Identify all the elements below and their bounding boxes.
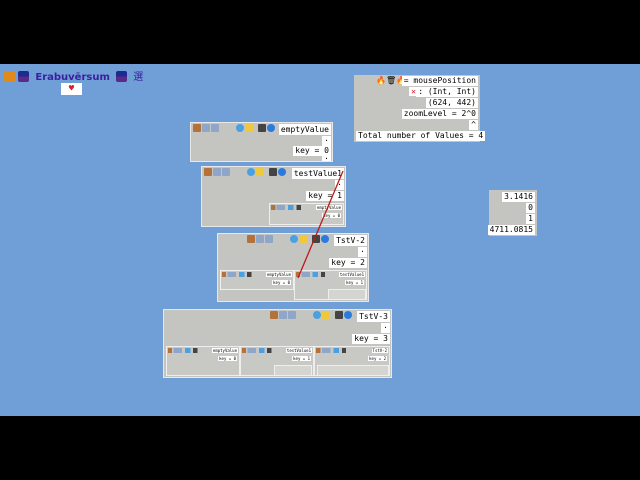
caret-field: ^ xyxy=(469,120,478,130)
value-item[interactable]: 1 xyxy=(526,214,535,224)
shelf-icon[interactable] xyxy=(193,124,201,132)
mini-toolbar xyxy=(242,348,312,353)
value-item[interactable]: 4711.0815 xyxy=(487,225,535,235)
panel-title[interactable]: emptyValue xyxy=(278,124,331,135)
pen-icon[interactable] xyxy=(265,235,273,243)
trash-icon[interactable] xyxy=(335,311,344,319)
panel-toolbar: TstV-3 xyxy=(164,311,391,322)
panel-title[interactable]: TstV-3 xyxy=(357,311,390,322)
pen-icon[interactable] xyxy=(222,168,230,176)
key-label: key = 0 xyxy=(293,146,331,156)
tstv3-panel[interactable]: TstV-3 · key = 3 emptyValue key = 0 test… xyxy=(163,309,392,378)
tstv2-panel[interactable]: TstV-2 · key = 2 emptyValue key = 0 test… xyxy=(217,233,369,302)
mini-title: emptyValue xyxy=(315,205,342,210)
nested-value-mini[interactable]: emptyValue key = 0 xyxy=(166,346,240,376)
shelf-icon[interactable] xyxy=(204,168,212,176)
mouse-coordinates: (624, 442) xyxy=(425,98,478,108)
nested-mini-deep[interactable] xyxy=(274,365,312,375)
add-icon[interactable] xyxy=(267,124,276,132)
value-item[interactable]: 0 xyxy=(526,203,535,213)
brush-icon[interactable] xyxy=(279,311,287,319)
mini-key: key = 1 xyxy=(292,356,311,361)
bulb-icon[interactable] xyxy=(255,168,264,176)
mini-toolbar xyxy=(222,272,292,277)
magnify-icon[interactable] xyxy=(246,168,255,176)
magnify-icon[interactable] xyxy=(235,124,244,132)
value-item[interactable]: 3.1416 xyxy=(502,192,535,202)
pen-icon[interactable] xyxy=(211,124,219,132)
dot-field: · xyxy=(322,136,331,146)
galaxy-flag-icon-right[interactable] xyxy=(116,71,128,82)
add-icon[interactable] xyxy=(278,168,287,176)
mouse-position-panel[interactable]: 🔥🗑🔥 = mousePosition ✕ : (Int, Int) (624,… xyxy=(354,75,486,142)
nested-value-mini[interactable]: emptyValue key = 0 xyxy=(269,203,344,225)
panel-title[interactable]: TstV-2 xyxy=(334,235,367,246)
magnify-icon[interactable] xyxy=(312,311,321,319)
nested-mini-deep[interactable] xyxy=(317,365,389,375)
empty-value-panel[interactable]: emptyValue · key = 0 · xyxy=(190,122,333,163)
dot-field-2: · xyxy=(322,154,331,163)
panel-toolbar: emptyValue xyxy=(191,124,332,135)
app-kanji: 選 xyxy=(133,72,144,83)
dot-field: · xyxy=(381,323,390,333)
nested-value-mini[interactable]: testValue1 key = 1 xyxy=(294,270,367,300)
bulb-icon[interactable] xyxy=(298,235,307,243)
mouse-type-label: : (Int, Int) xyxy=(416,87,478,97)
mini-title: emptyValue xyxy=(211,348,238,353)
key-label: key = 1 xyxy=(306,191,344,201)
panel-toolbar: testValue1 xyxy=(202,168,345,179)
zoom-level-label: zoomLevel = 2^0 xyxy=(401,109,478,119)
trash-icon[interactable] xyxy=(269,168,278,176)
trash-icon[interactable] xyxy=(258,124,267,132)
mini-key: key = 2 xyxy=(368,356,387,361)
total-values-label: Total number of Values = 4 xyxy=(356,131,486,141)
nested-value-mini[interactable]: emptyValue key = 0 xyxy=(220,270,294,290)
key-label: key = 3 xyxy=(352,334,390,344)
dot-field: · xyxy=(335,180,344,190)
dot-field: · xyxy=(358,247,367,257)
mini-title: testValue1 xyxy=(338,272,365,277)
test-value1-panel[interactable]: testValue1 · key = 1 emptyValue key = 0 xyxy=(201,166,346,227)
nested-mini-deep[interactable] xyxy=(328,289,366,299)
mini-title: testValue1 xyxy=(285,348,312,353)
nested-value-mini[interactable]: testValue1 key = 1 xyxy=(240,346,314,376)
mini-title: emptyValue xyxy=(265,272,292,277)
key-label: key = 2 xyxy=(329,258,367,268)
panel-toolbar: TstV-2 xyxy=(218,235,368,246)
magnify-icon[interactable] xyxy=(289,235,298,243)
value-link-line xyxy=(297,170,344,279)
mini-toolbar xyxy=(296,272,365,277)
brush-icon[interactable] xyxy=(202,124,210,132)
add-icon[interactable] xyxy=(321,235,330,243)
trash-icon[interactable] xyxy=(312,235,321,243)
brush-icon[interactable] xyxy=(256,235,264,243)
bulb-icon[interactable] xyxy=(321,311,330,319)
shelf-icon[interactable] xyxy=(270,311,278,319)
mini-toolbar xyxy=(316,348,388,353)
mini-key: key = 0 xyxy=(322,213,341,218)
brush-icon[interactable] xyxy=(213,168,221,176)
mini-key: key = 0 xyxy=(218,356,237,361)
mini-title: TstV-2 xyxy=(371,348,388,353)
fire-trash-icons[interactable]: 🔥🗑🔥 xyxy=(376,76,407,85)
shelf-icon[interactable] xyxy=(247,235,255,243)
mini-toolbar xyxy=(168,348,238,353)
close-icon[interactable]: ✕ xyxy=(409,87,418,96)
mini-key: key = 0 xyxy=(272,280,291,285)
mini-key: key = 1 xyxy=(345,280,364,285)
nested-value-mini[interactable]: TstV-2 key = 2 xyxy=(314,346,390,376)
mouse-position-label: = mousePosition xyxy=(401,76,478,86)
app-title: Erabuvērsum xyxy=(35,72,110,83)
panel-title[interactable]: testValue1 xyxy=(291,168,344,179)
values-list-panel[interactable]: 3.1416 0 1 4711.0815 xyxy=(487,190,537,236)
add-icon[interactable] xyxy=(344,311,353,319)
bulb-icon[interactable] xyxy=(244,124,253,132)
mini-toolbar xyxy=(271,205,342,210)
pen-icon[interactable] xyxy=(288,311,296,319)
app-header: Erabuvērsum 選 xyxy=(4,68,144,83)
play-pause-icon[interactable] xyxy=(4,71,15,82)
galaxy-flag-icon[interactable] xyxy=(18,71,30,82)
heart-button[interactable]: ♥ xyxy=(61,83,82,95)
